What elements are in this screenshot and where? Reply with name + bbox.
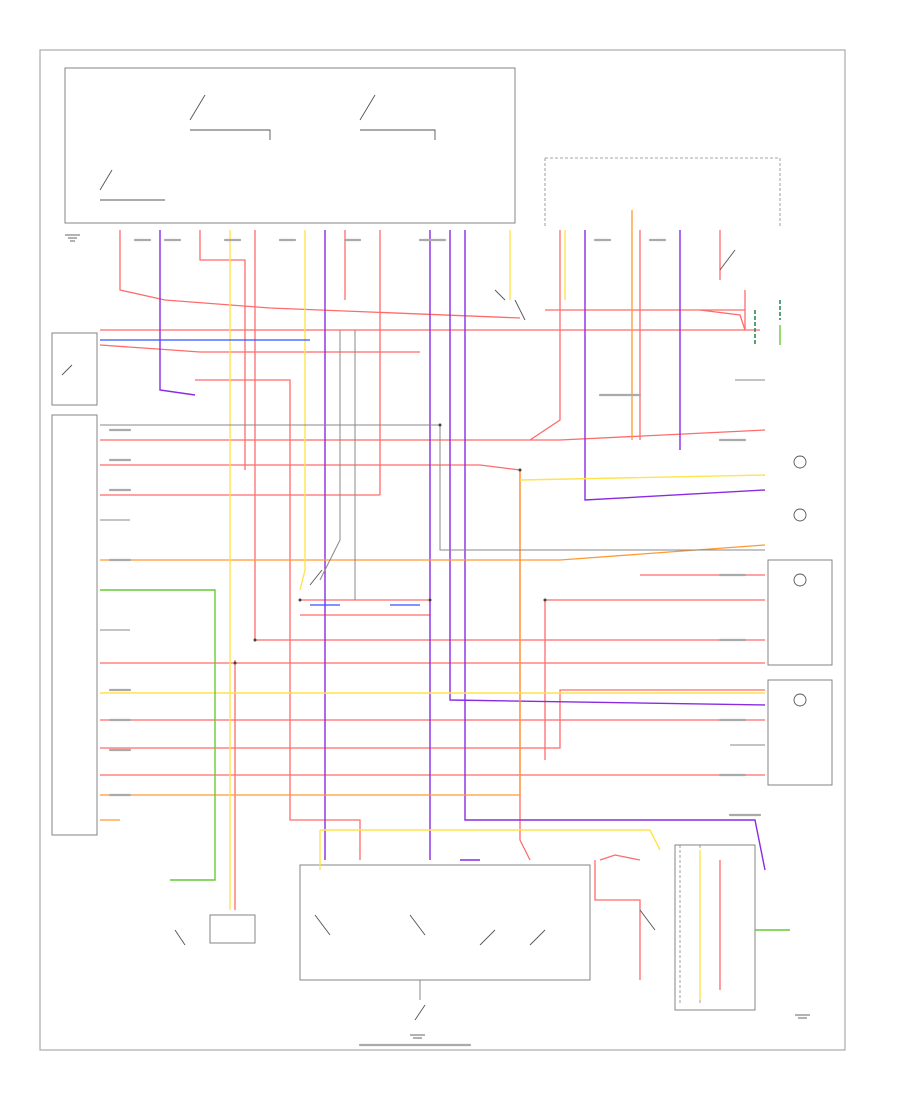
lamp-symbols [793, 455, 807, 707]
wires-dark-green [754, 300, 781, 345]
wires-red [99, 230, 766, 990]
wires-yellow [100, 230, 766, 1000]
wires-green [100, 325, 790, 931]
wires-orange [100, 210, 766, 821]
bottom-left-module [209, 914, 256, 944]
wires-violet [159, 230, 766, 871]
right-unit-lower [767, 679, 833, 786]
bottom-switch-box [299, 864, 591, 981]
label-marks [108, 238, 762, 1047]
ground-symbols [65, 234, 810, 1039]
diagram-frame [39, 49, 846, 1051]
top-switch-box [64, 67, 516, 224]
control-module-box [51, 414, 98, 836]
wires-gray [100, 330, 765, 1000]
connector-dots [233, 423, 547, 665]
left-relay-box [51, 332, 98, 406]
right-unit-upper [767, 559, 833, 666]
switch-symbols [61, 94, 736, 1021]
dashed-lines [544, 157, 781, 1005]
component-boxes [51, 67, 833, 1011]
bottom-right-box [674, 844, 756, 1011]
wires-blue [100, 339, 420, 606]
